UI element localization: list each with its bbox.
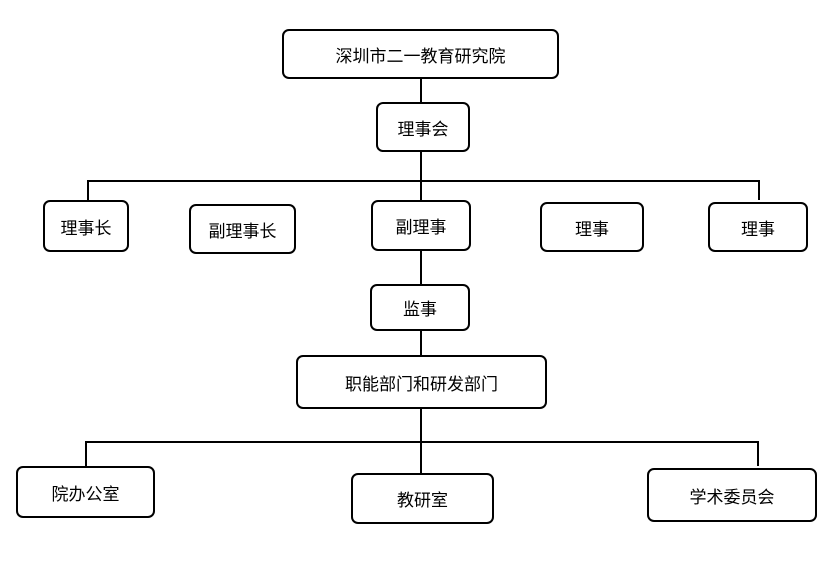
node-department: 教研室: [351, 473, 494, 524]
node-departments-group: 职能部门和研发部门: [296, 355, 547, 409]
node-board-member: 副理事长: [189, 204, 296, 254]
node-board-member-label: 副理事长: [208, 221, 277, 242]
node-board-member: 理事: [540, 202, 644, 252]
node-board-member: 副理事: [371, 200, 471, 251]
node-board-member: 理事长: [43, 200, 129, 252]
node-root: 深圳市二一教育研究院: [282, 29, 559, 79]
node-department: 院办公室: [16, 466, 155, 518]
node-board-member-label: 副理事: [395, 218, 447, 238]
node-board-member-label: 理事长: [60, 218, 112, 239]
node-department-label: 学术委员会: [689, 487, 775, 508]
node-department: 学术委员会: [647, 468, 817, 522]
node-board-member-label: 理事: [741, 219, 775, 240]
node-departments-group-label: 职能部门和研发部门: [345, 374, 498, 395]
node-board-label: 理事会: [397, 119, 449, 140]
node-department-label: 教研室: [397, 491, 448, 511]
node-supervisor-label: 监事: [403, 300, 437, 320]
node-department-label: 院办公室: [51, 484, 120, 505]
node-board-member: 理事: [708, 202, 808, 252]
node-board: 理事会: [376, 102, 470, 152]
node-board-member-label: 理事: [575, 219, 609, 240]
node-supervisor: 监事: [370, 284, 470, 331]
node-root-label: 深圳市二一教育研究院: [335, 46, 506, 67]
